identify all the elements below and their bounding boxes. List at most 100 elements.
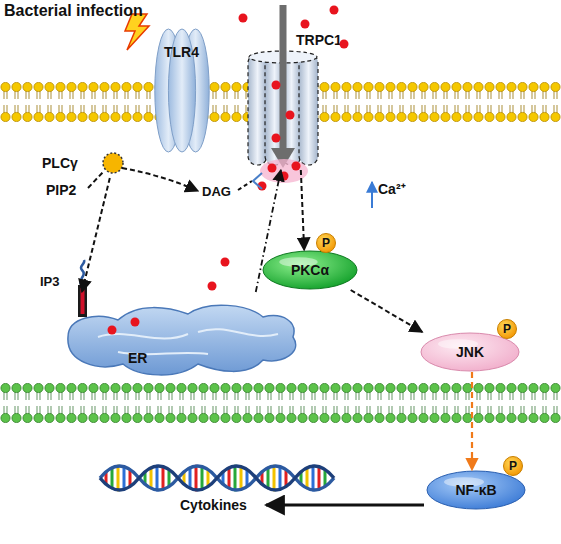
node-text: NF-κB xyxy=(426,470,526,510)
base-pair xyxy=(306,468,309,488)
node-outline xyxy=(58,292,303,384)
organelle: ER xyxy=(58,292,303,384)
activation-chevron xyxy=(253,173,262,189)
influx-arrow xyxy=(280,5,287,150)
signal-arrow xyxy=(471,372,473,470)
node-text: P xyxy=(503,456,523,476)
stimulus-label: Bacterial infection xyxy=(4,2,143,19)
calcium-ion xyxy=(268,164,277,173)
calcium-ion xyxy=(330,6,339,15)
calcium-ion xyxy=(272,134,281,143)
phosphate-circle xyxy=(504,457,523,476)
calcium-ion xyxy=(208,282,217,291)
node-text: PKCα xyxy=(262,250,358,290)
expression-arrow xyxy=(266,504,424,507)
enzyme: PLCγ xyxy=(38,148,126,178)
dna-strand xyxy=(100,466,334,490)
node-text: P xyxy=(316,233,336,253)
ip3-molecule xyxy=(80,260,84,285)
er-membrane xyxy=(68,305,296,375)
calcium-ion xyxy=(239,14,248,23)
node-text: PLCγ xyxy=(42,155,78,171)
base-pair xyxy=(312,466,315,490)
base-pair xyxy=(162,467,165,489)
phosphate-circle xyxy=(498,320,517,339)
calcium-ion xyxy=(131,318,140,327)
protein-ellipse xyxy=(427,471,525,509)
base-pair xyxy=(240,467,243,489)
lightning-bolt xyxy=(125,14,149,50)
base-pair xyxy=(189,468,192,488)
phospho-mark: P xyxy=(503,456,523,476)
phosphate-circle xyxy=(317,234,336,253)
base-pair xyxy=(267,468,270,488)
receptor: TLR4 xyxy=(148,28,216,153)
dashed-pathway xyxy=(238,181,252,190)
base-pair xyxy=(324,470,327,486)
ion-label: Ca²⁺ xyxy=(378,181,406,198)
dna-helix xyxy=(100,466,334,490)
protein-ellipse xyxy=(263,251,357,289)
signal-arrow xyxy=(351,290,423,332)
base-pair xyxy=(150,468,153,488)
nuclear-membrane xyxy=(0,383,561,423)
node-text: P xyxy=(497,319,517,339)
base-pair xyxy=(156,466,159,490)
base-pair xyxy=(117,466,120,490)
molecule-label: PIP2 xyxy=(46,182,76,199)
base-pair xyxy=(207,470,210,486)
base-pair xyxy=(285,470,288,486)
er-fold xyxy=(198,329,278,336)
calcium-ion xyxy=(292,162,301,171)
ip3-receptor xyxy=(78,285,87,317)
base-pair xyxy=(228,468,231,488)
influx-arrowhead xyxy=(271,148,295,168)
base-pair xyxy=(195,466,198,490)
increase-arrow xyxy=(371,182,373,208)
base-pair xyxy=(129,470,132,486)
enzyme-circle xyxy=(103,153,123,173)
ion-channel: TRPC1 xyxy=(238,30,348,170)
base-pair xyxy=(168,470,171,486)
node-outline xyxy=(238,30,348,170)
calcium-ion xyxy=(221,258,230,267)
base-pair xyxy=(273,466,276,490)
phospho-mark: P xyxy=(497,319,517,339)
channel-subunit xyxy=(299,54,318,165)
molecule-label: IP3 xyxy=(40,273,60,290)
calcium-ions xyxy=(108,6,349,335)
er-fold xyxy=(98,334,188,339)
calcium-ion xyxy=(108,326,117,335)
phospho-mark: P xyxy=(316,233,336,253)
dashed-pathway xyxy=(122,168,198,191)
calcium-ion xyxy=(301,20,310,29)
calcium-ion xyxy=(258,182,267,191)
calcium-ion xyxy=(340,40,349,49)
output-label: Cytokines xyxy=(180,497,247,514)
channel-subunit xyxy=(248,54,267,165)
base-pair xyxy=(123,467,126,489)
base-pair xyxy=(318,467,321,489)
base-pair xyxy=(246,470,249,486)
calcium-ion xyxy=(286,111,295,120)
node-text: TLR4 xyxy=(164,44,199,60)
base-pair xyxy=(201,467,204,489)
base-pair xyxy=(279,467,282,489)
signal-arrow xyxy=(301,170,304,250)
signal-arrow xyxy=(256,170,281,292)
node-text: ER xyxy=(128,350,147,366)
molecule-label: DAG xyxy=(202,183,231,200)
node-text: TRPC1 xyxy=(296,32,342,48)
dashed-pathway xyxy=(88,171,104,188)
base-pair xyxy=(111,468,114,488)
calcium-ion xyxy=(272,81,281,90)
base-pair xyxy=(234,466,237,490)
calcium-microdomain xyxy=(260,159,308,183)
kinase-ellipse: PKCα xyxy=(262,250,358,290)
calcium-ion xyxy=(280,172,289,181)
ip3-receptor-pore xyxy=(81,288,85,314)
protein-ellipse xyxy=(421,333,519,371)
transcription-factor: NF-κB xyxy=(426,470,526,510)
